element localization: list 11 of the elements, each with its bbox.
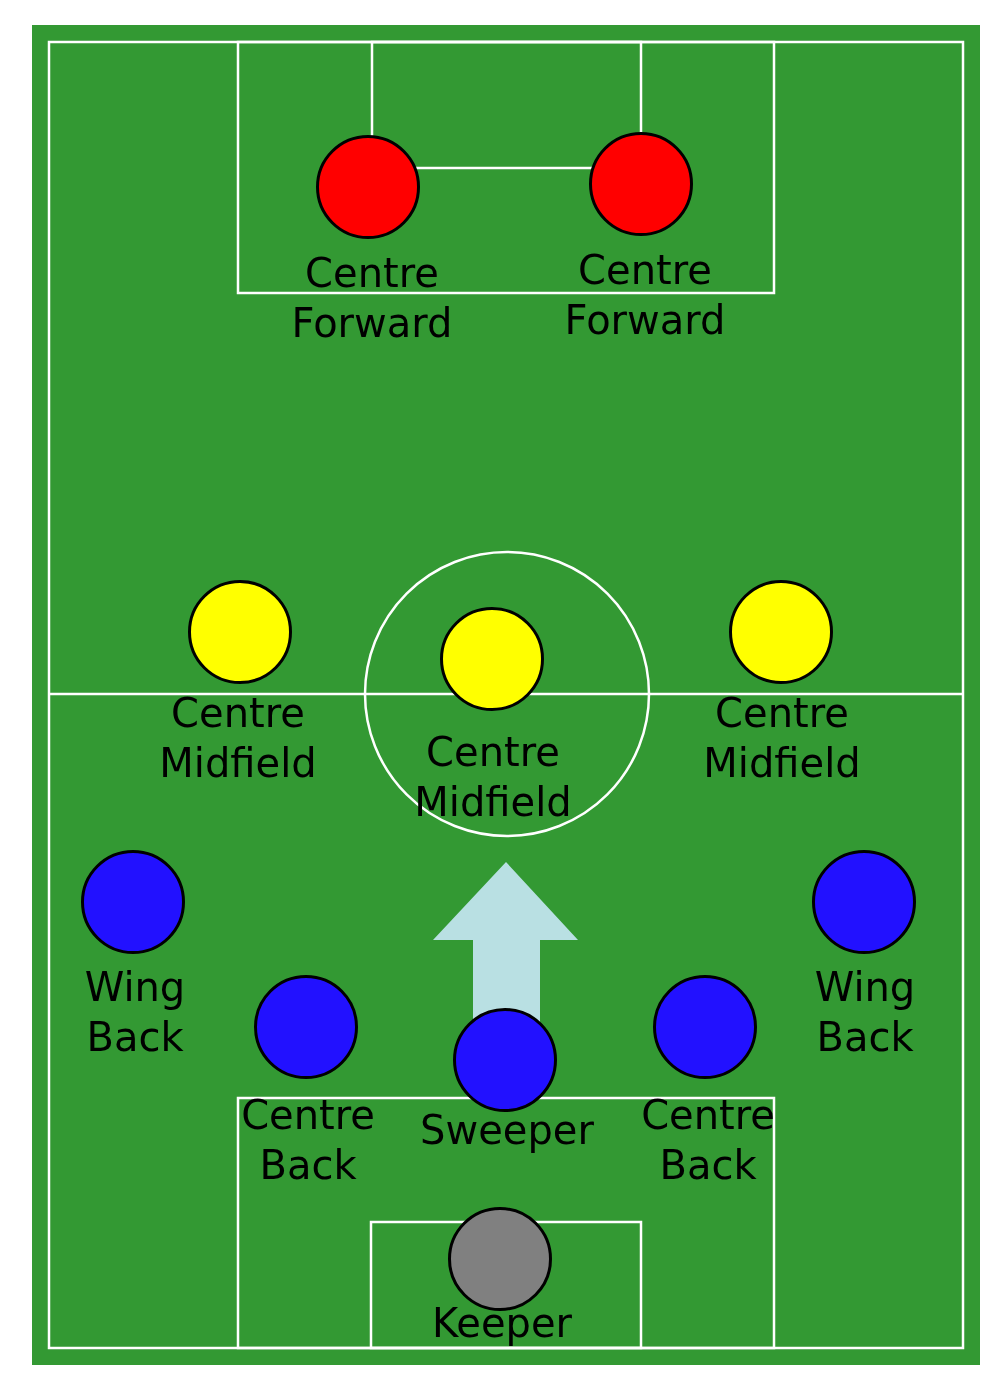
player-label: Centre Midfield [414, 728, 572, 827]
player-label: Wing Back [814, 963, 916, 1062]
player-label: Centre Midfield [159, 689, 317, 788]
player-label: Centre Forward [564, 246, 726, 345]
player-label: Centre Back [241, 1091, 375, 1190]
player-label: Centre Midfield [703, 689, 861, 788]
player-label: Wing Back [84, 963, 186, 1062]
player-label: Keeper [432, 1299, 572, 1348]
player-label: Centre Forward [291, 249, 453, 348]
player-label: Sweeper [420, 1106, 594, 1155]
player-label: Centre Back [641, 1091, 775, 1190]
